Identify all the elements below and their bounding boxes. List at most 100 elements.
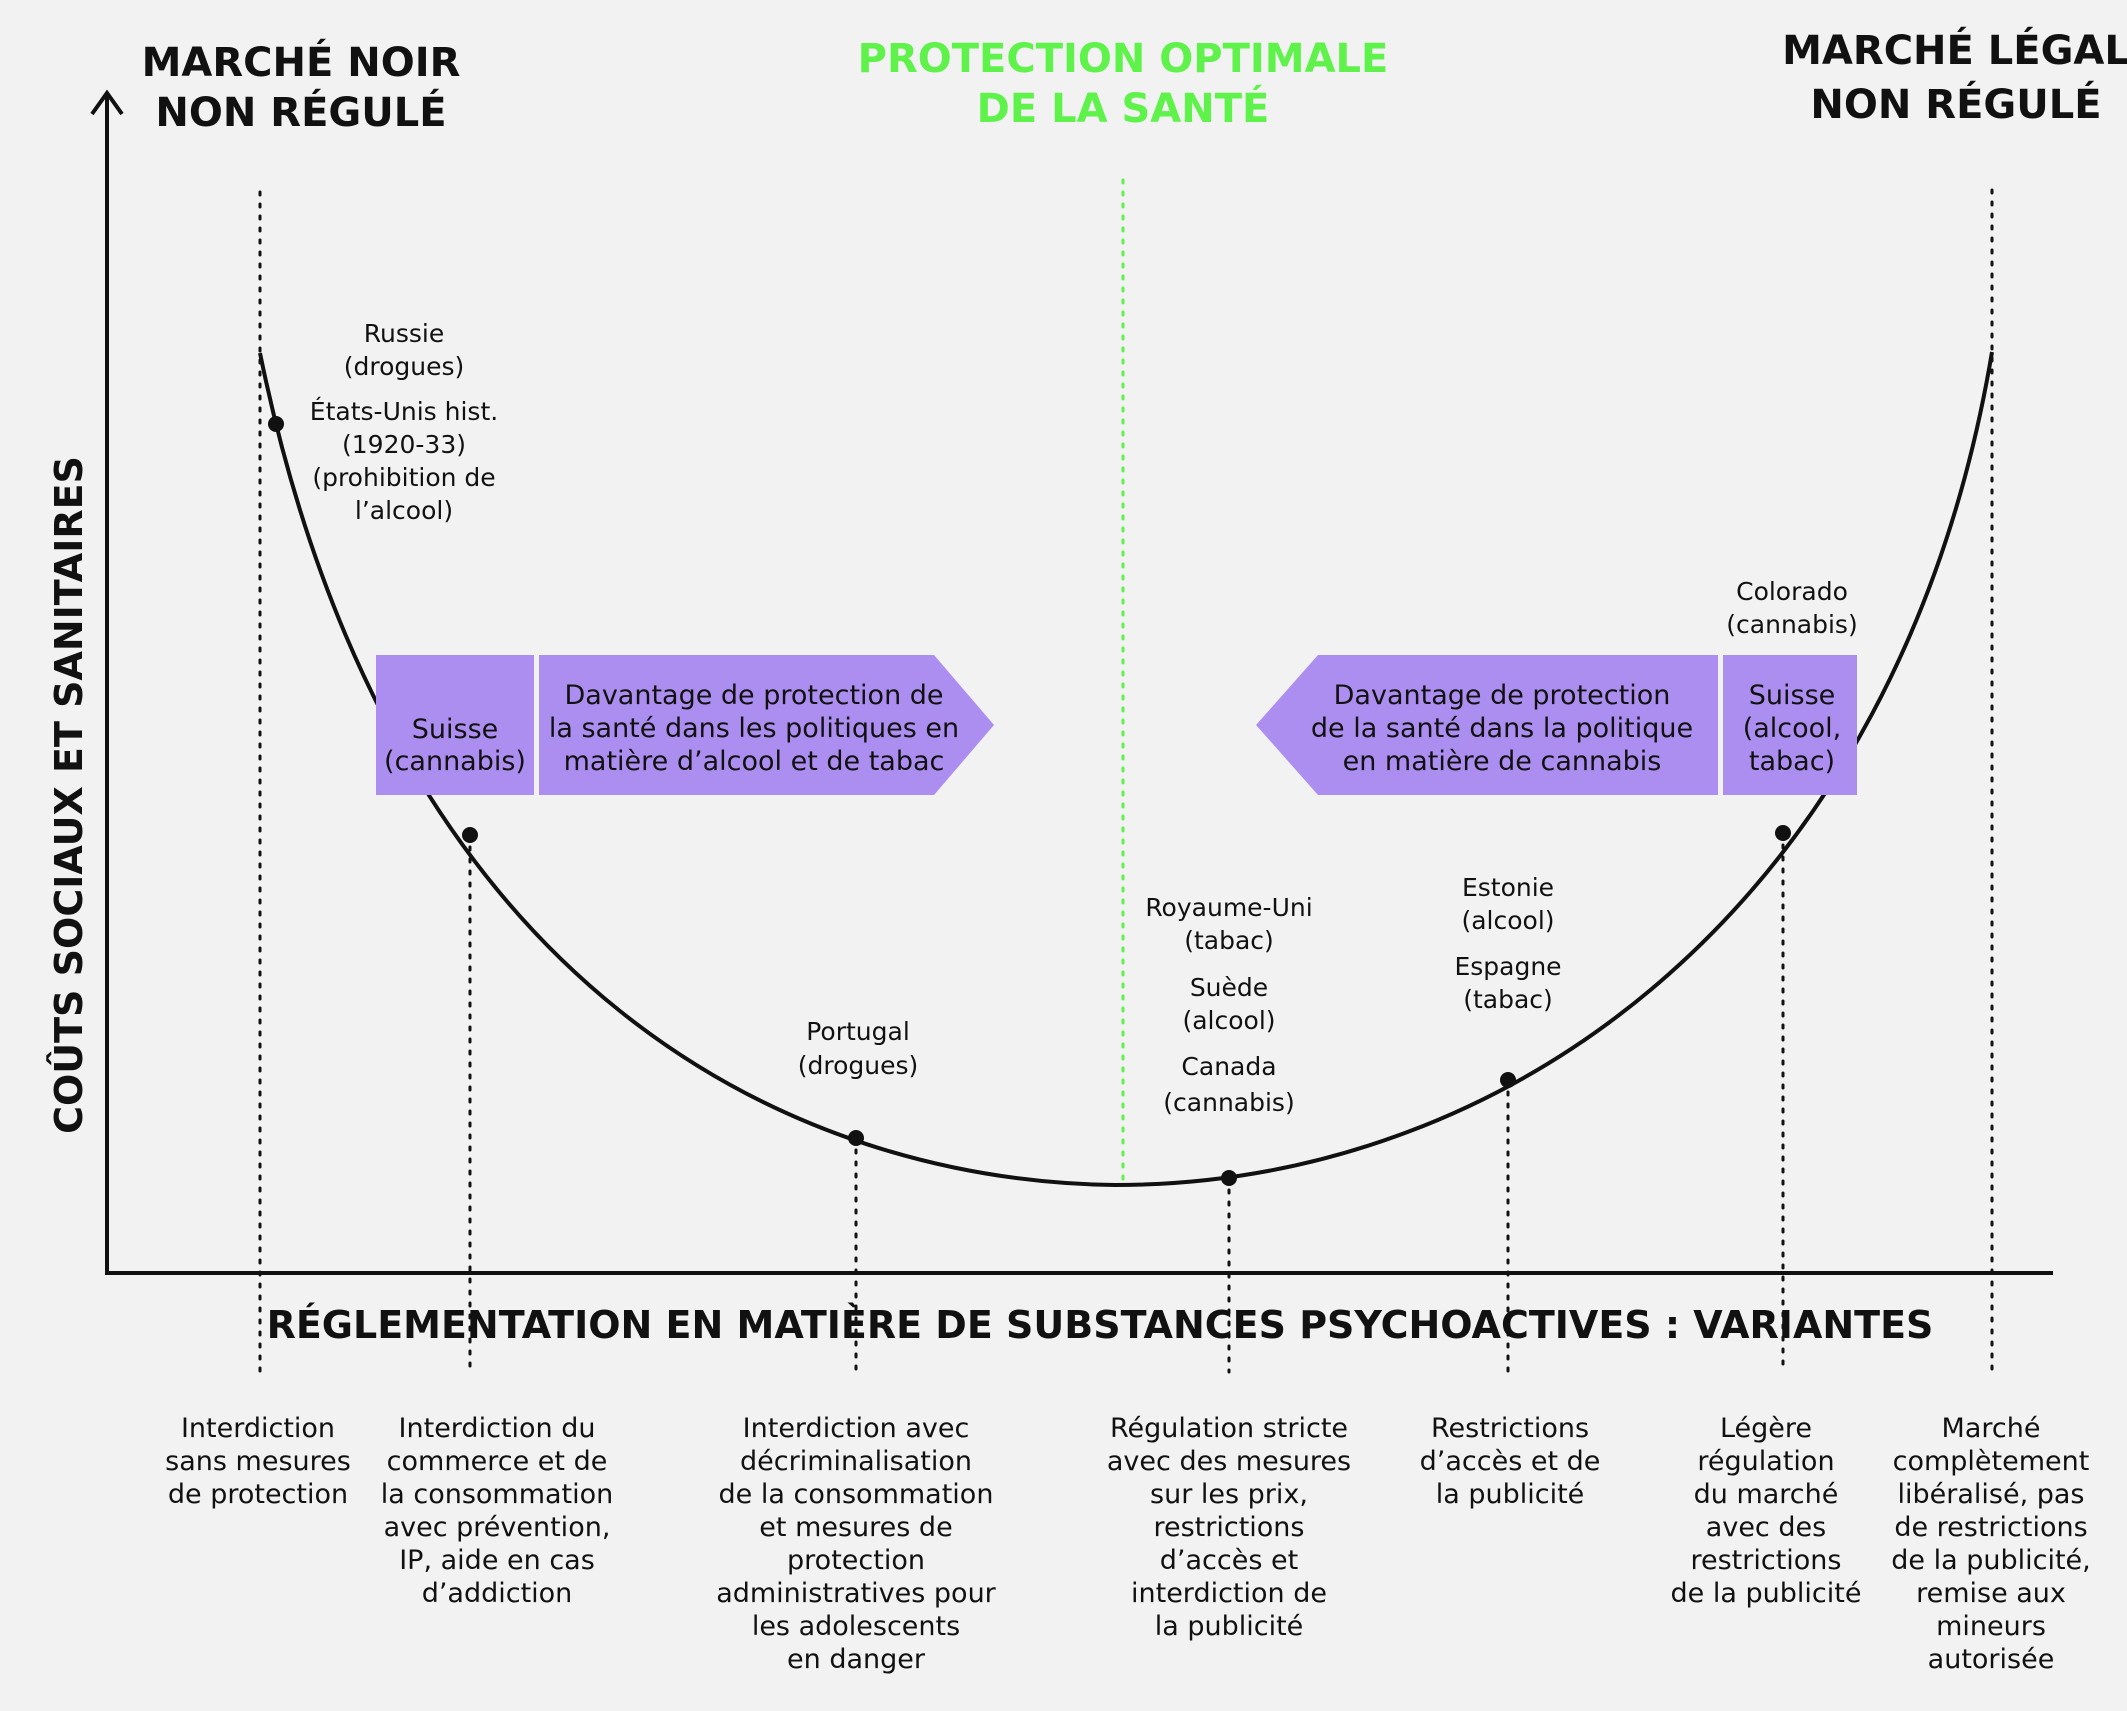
label-canada-2: (cannabis): [1163, 1088, 1294, 1117]
arrow-left-line3: matière d’alcool et de tabac: [564, 746, 945, 777]
label-suede-2: (alcool): [1182, 1006, 1275, 1035]
category-7-line1: Marché: [1942, 1413, 2041, 1444]
category-7-line5: de la publicité,: [1891, 1545, 2090, 1576]
category-3-line8: en danger: [787, 1644, 926, 1675]
category-7-line3: libéralisé, pas: [1898, 1479, 2085, 1510]
label-russie-2: (drogues): [344, 352, 465, 381]
label-uk-2: (tabac): [1184, 926, 1274, 955]
label-espagne-2: (tabac): [1463, 985, 1553, 1014]
category-3-line6: administratives pour: [716, 1578, 996, 1609]
box-suisse-cannabis-line2: (cannabis): [384, 746, 526, 777]
category-7-line7: mineurs: [1936, 1611, 2046, 1642]
box-suisse-alcool-tabac-line2: (alcool,: [1743, 713, 1842, 744]
arrow-cannabis: [1256, 655, 1718, 795]
label-uk-1: Royaume-Uni: [1145, 893, 1312, 922]
category-6-line1: Légère: [1720, 1413, 1812, 1444]
category-4-line6: interdiction de: [1131, 1578, 1327, 1609]
category-7-line2: complètement: [1893, 1446, 2090, 1477]
category-5-line2: d’accès et de: [1420, 1446, 1601, 1477]
heading-left-line1: MARCHÉ NOIR: [142, 38, 461, 86]
point-uk-suede-canada: [1221, 1170, 1237, 1186]
category-2-line6: d’addiction: [422, 1578, 573, 1609]
category-6-line5: restrictions: [1690, 1545, 1841, 1576]
category-4-line5: d’accès et: [1160, 1545, 1298, 1576]
category-6-line4: avec des: [1706, 1512, 1826, 1543]
label-estonie-2: (alcool): [1461, 906, 1554, 935]
category-2-line3: la consommation: [381, 1479, 614, 1510]
arrow-right-line2: de la santé dans la politique: [1311, 713, 1693, 744]
category-2: Interdiction du commerce et de la consom…: [381, 1413, 614, 1609]
label-colorado-2: (cannabis): [1726, 610, 1857, 639]
category-6: Légère régulation du marché avec des res…: [1671, 1413, 1862, 1609]
category-3-line2: décriminalisation: [740, 1446, 972, 1477]
box-suisse-alcool-tabac-line3: tabac): [1749, 746, 1835, 777]
label-usa-3: (prohibition de: [312, 463, 495, 492]
category-7-line4: de restrictions: [1894, 1512, 2087, 1543]
category-6-line3: du marché: [1694, 1479, 1839, 1510]
heading-center: PROTECTION OPTIMALE DE LA SANTÉ: [858, 36, 1389, 132]
right-box-group: Davantage de protection de la santé dans…: [1256, 655, 1857, 795]
category-2-line1: Interdiction du: [399, 1413, 596, 1444]
arrow-right-line3: en matière de cannabis: [1343, 746, 1662, 777]
heading-center-line1: PROTECTION OPTIMALE: [858, 36, 1389, 82]
heading-right-line2: NON RÉGULÉ: [1810, 80, 2101, 128]
category-4-line4: restrictions: [1153, 1512, 1304, 1543]
arrow-left-line1: Davantage de protection de: [564, 680, 943, 711]
category-6-line2: régulation: [1697, 1446, 1834, 1477]
label-colorado-1: Colorado: [1736, 577, 1848, 606]
category-3-line1: Interdiction avec: [743, 1413, 970, 1444]
x-axis-title: RÉGLEMENTATION EN MATIÈRE DE SUBSTANCES …: [267, 1303, 1934, 1347]
box-suisse-cannabis: [376, 655, 534, 795]
heading-left: MARCHÉ NOIR NON RÉGULÉ: [142, 38, 461, 136]
box-suisse-alcool-tabac: [1723, 655, 1857, 795]
heading-right-line1: MARCHÉ LÉGAL: [1782, 26, 2127, 74]
category-1: Interdiction sans mesures de protection: [165, 1413, 351, 1510]
label-portugal-1: Portugal: [806, 1017, 910, 1046]
category-7-line8: autorisée: [1928, 1644, 2055, 1675]
category-3-line4: et mesures de: [759, 1512, 952, 1543]
point-labels: Russie (drogues) États-Unis hist. (1920-…: [310, 319, 1858, 1117]
category-7-line6: remise aux: [1916, 1578, 2066, 1609]
guide-lines: [258, 188, 1994, 1374]
label-suede-1: Suède: [1190, 973, 1268, 1002]
category-4-line1: Régulation stricte: [1110, 1413, 1348, 1444]
label-portugal-2: (drogues): [798, 1051, 919, 1080]
category-7: Marché complètement libéralisé, pas de r…: [1891, 1413, 2090, 1675]
arrow-left-line2: la santé dans les politiques en: [549, 713, 959, 744]
left-box-group: Suisse (cannabis) Davantage de protectio…: [376, 655, 994, 795]
category-4-line2: avec des mesures: [1107, 1446, 1351, 1477]
category-2-line5: IP, aide en cas: [399, 1545, 595, 1576]
label-usa-2: (1920-33): [342, 430, 466, 459]
box-suisse-alcool-tabac-line1: Suisse: [1749, 680, 1836, 711]
category-4-line3: sur les prix,: [1150, 1479, 1308, 1510]
point-estonie-espagne: [1500, 1072, 1516, 1088]
label-russie-1: Russie: [364, 319, 444, 348]
category-5-line3: la publicité: [1436, 1479, 1585, 1510]
label-estonie-1: Estonie: [1462, 873, 1554, 902]
category-6-line6: de la publicité: [1671, 1578, 1862, 1609]
y-axis-title: COÛTS SOCIAUX ET SANITAIRES: [47, 456, 91, 1134]
point-russie-usa: [268, 416, 284, 432]
arrow-right-line1: Davantage de protection: [1334, 680, 1671, 711]
category-2-line4: avec prévention,: [384, 1512, 611, 1543]
category-3-line3: de la consommation: [719, 1479, 994, 1510]
category-3-line7: les adolescents: [752, 1611, 960, 1642]
category-4: Régulation stricte avec des mesures sur …: [1107, 1413, 1351, 1642]
category-1-line1: Interdiction: [181, 1413, 335, 1444]
heading-center-line2: DE LA SANTÉ: [977, 84, 1270, 132]
category-3-line5: protection: [787, 1545, 925, 1576]
curve-points: [268, 416, 1791, 1186]
category-4-line7: la publicité: [1155, 1611, 1304, 1642]
point-suisse-alcool-tabac: [1775, 825, 1791, 841]
category-1-line2: sans mesures: [165, 1446, 351, 1477]
category-5: Restrictions d’accès et de la publicité: [1420, 1413, 1601, 1510]
label-espagne-1: Espagne: [1454, 952, 1561, 981]
point-portugal: [848, 1130, 864, 1146]
point-suisse-cannabis: [462, 827, 478, 843]
box-suisse-cannabis-line1: Suisse: [412, 714, 499, 745]
label-usa-1: États-Unis hist.: [310, 397, 498, 426]
category-3: Interdiction avec décriminalisation de l…: [716, 1413, 996, 1675]
category-2-line2: commerce et de: [387, 1446, 608, 1477]
